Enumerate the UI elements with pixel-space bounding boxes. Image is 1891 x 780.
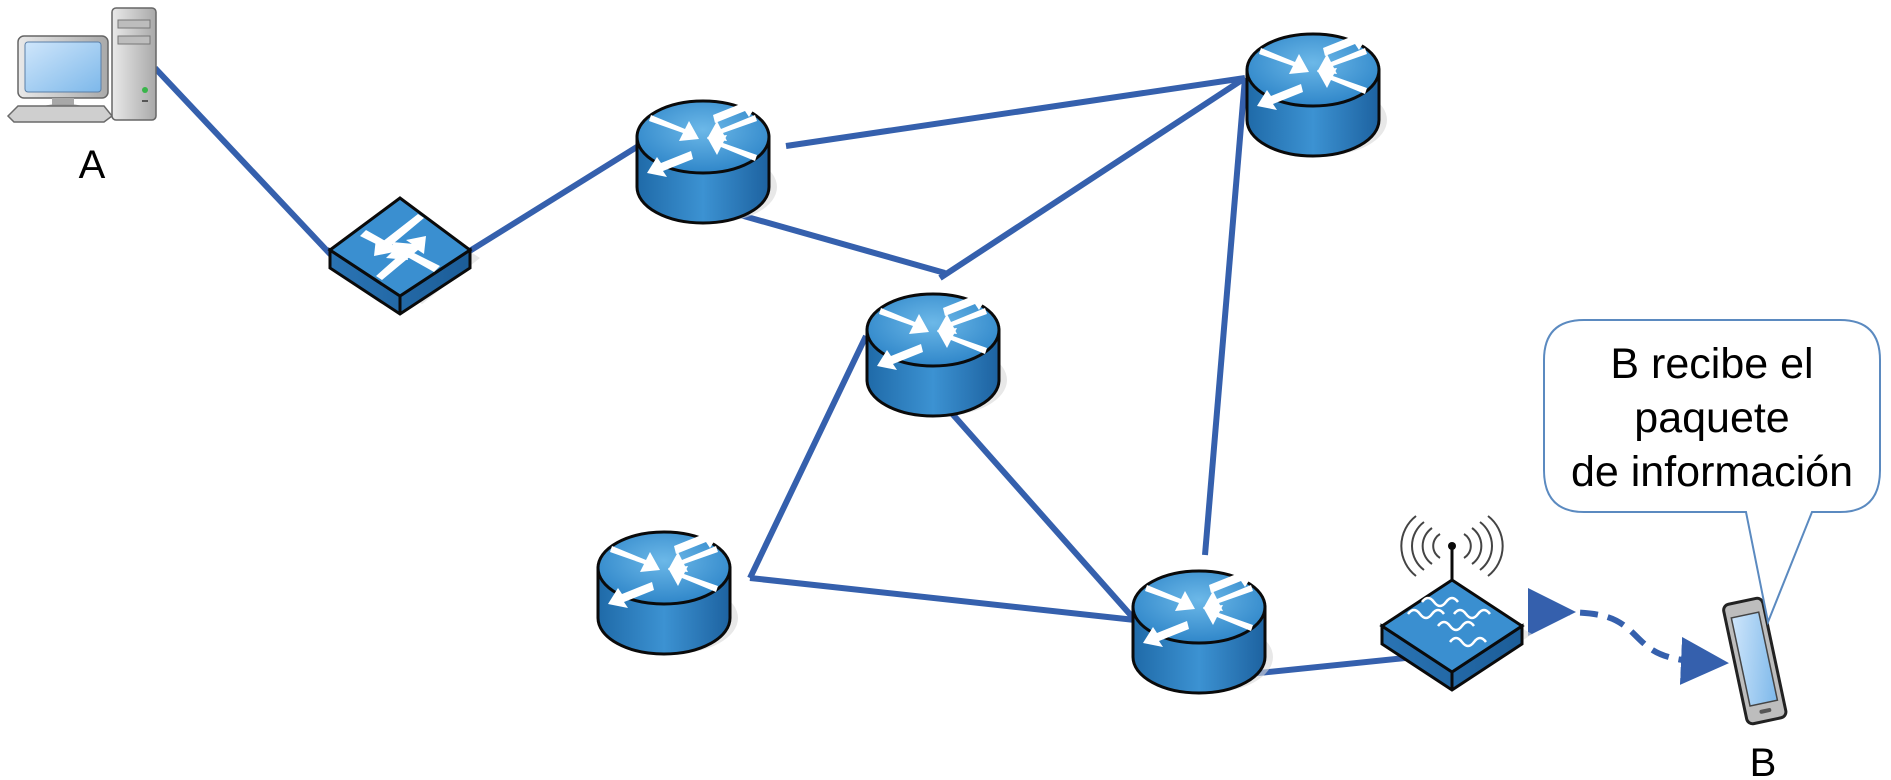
link-router1-router3 (711, 204, 946, 276)
link-junction-router5 (749, 575, 1136, 623)
switch-icon (327, 196, 480, 316)
callout-line-1: B recibe el (1610, 340, 1813, 388)
router-5-icon (1131, 565, 1275, 695)
link-router2-router5 (1202, 77, 1248, 556)
router-1-icon (635, 95, 779, 225)
speech-callout: B recibe el paquete de información (1543, 319, 1881, 626)
link-router3-router5 (937, 398, 1138, 622)
router-4-icon (596, 526, 740, 656)
callout-line-2: paquete (1634, 394, 1789, 442)
link-router3-router2 (938, 75, 1247, 281)
router-3-icon (865, 288, 1009, 418)
router-2-icon (1245, 28, 1389, 158)
wireless-link-ap-b (1527, 587, 1729, 685)
callout-line-3: de información (1571, 448, 1853, 496)
host-a-label: A (79, 143, 106, 187)
callout-bubble (1543, 319, 1881, 626)
link-switch-router1 (466, 142, 642, 255)
desktop-computer-icon (6, 7, 157, 123)
network-links (152, 65, 1729, 685)
link-router3-junction (747, 334, 869, 580)
wireless-access-point-icon (1379, 515, 1532, 692)
smartphone-icon (1722, 596, 1788, 726)
link-router1-router2 (785, 75, 1246, 149)
link-a-switch (152, 65, 335, 259)
host-b-label: B (1750, 741, 1777, 780)
